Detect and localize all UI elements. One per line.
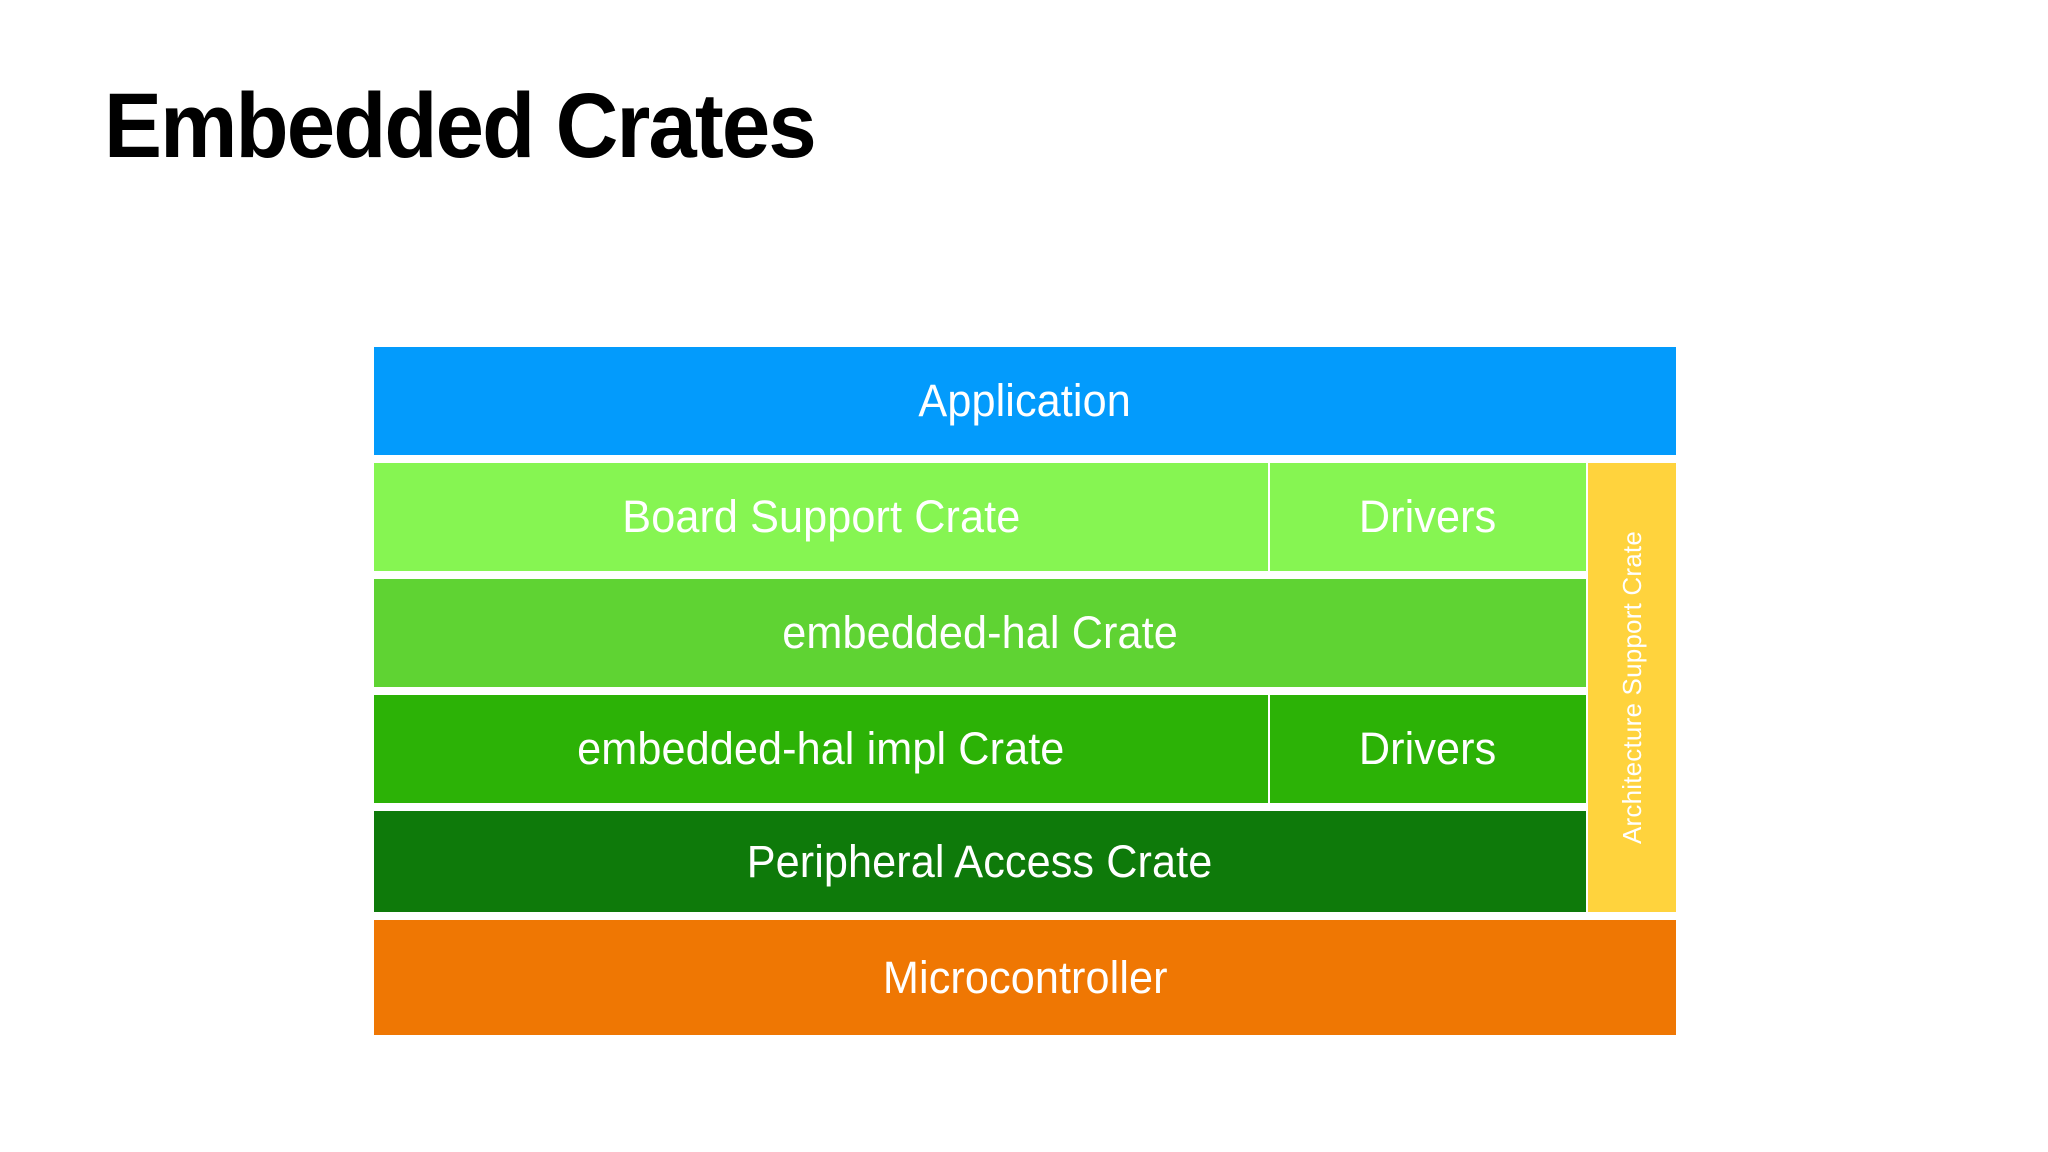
layer-application[interactable]: Application xyxy=(374,347,1676,455)
layer-embedded-hal-impl-crate[interactable]: embedded-hal impl Crate xyxy=(374,695,1268,803)
embedded-crate-stack-diagram: Application Board Support Crate Drivers … xyxy=(374,347,1676,1035)
layer-hal-impl-drivers-label: Drivers xyxy=(1359,723,1497,774)
layer-microcontroller-label: Microcontroller xyxy=(882,951,1168,1003)
layer-architecture-support-crate-label: Architecture Support Crate xyxy=(1616,530,1647,845)
layer-hal-impl-drivers[interactable]: Drivers xyxy=(1270,695,1586,803)
layer-peripheral-access-crate[interactable]: Peripheral Access Crate xyxy=(374,811,1586,912)
layer-embedded-hal-impl-crate-label: embedded-hal impl Crate xyxy=(577,723,1065,774)
layer-board-support-crate[interactable]: Board Support Crate xyxy=(374,463,1268,571)
layer-bsp-drivers[interactable]: Drivers xyxy=(1270,463,1586,571)
layer-board-support-crate-label: Board Support Crate xyxy=(621,491,1021,542)
layer-embedded-hal-crate-label: embedded-hal Crate xyxy=(782,607,1178,658)
layer-bsp-drivers-label: Drivers xyxy=(1359,491,1497,542)
page-title: Embedded Crates xyxy=(104,75,817,177)
layer-architecture-support-crate[interactable]: Architecture Support Crate xyxy=(1588,463,1676,912)
layer-microcontroller[interactable]: Microcontroller xyxy=(374,920,1676,1035)
layer-peripheral-access-crate-label: Peripheral Access Crate xyxy=(747,835,1213,887)
layer-application-label: Application xyxy=(918,375,1132,426)
layer-embedded-hal-crate[interactable]: embedded-hal Crate xyxy=(374,579,1586,687)
